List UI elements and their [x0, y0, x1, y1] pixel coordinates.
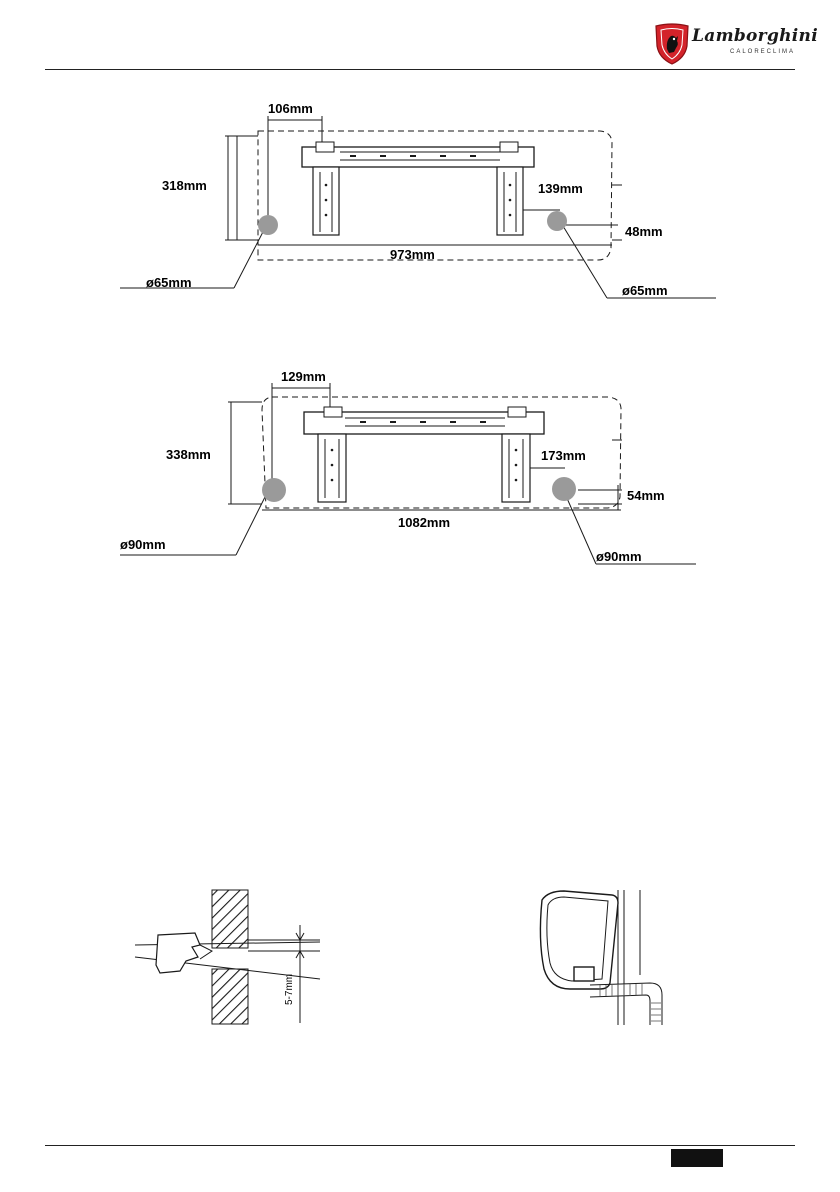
drain-hole-right: [547, 211, 567, 231]
hole-left-label: ø90mm: [120, 537, 166, 552]
mounting-bracket: [302, 147, 534, 167]
drain-hole-right: [552, 477, 576, 501]
dim-top-label: 106mm: [268, 101, 313, 116]
slope-label: 5-7mm: [284, 974, 295, 1005]
dim-right-offset-label: 48mm: [625, 224, 663, 239]
hole-left-label: ø65mm: [146, 275, 192, 290]
page-number-badge: [671, 1149, 723, 1167]
dim-right-offset-label: 54mm: [627, 488, 665, 503]
indoor-unit-pipe-diagram: [520, 885, 680, 1030]
drain-hole-left: [262, 478, 286, 502]
wall-drilling-diagram: 5-7mm: [120, 885, 340, 1030]
wall-section-lower: [212, 969, 248, 1024]
drill-bit-icon: [156, 933, 200, 973]
dim-width-label: 973mm: [390, 247, 435, 262]
dim-height-label: 338mm: [166, 447, 211, 462]
drain-hole-left: [258, 215, 278, 235]
footer-rule: [45, 1145, 795, 1146]
bracket-diagram-1082: 129mm 338mm 173mm 54mm 1082mm ø90mm ø90m…: [0, 340, 840, 580]
wall-section-upper: [212, 890, 248, 948]
hole-right-label: ø90mm: [596, 549, 642, 564]
dim-right-inner-label: 173mm: [541, 448, 586, 463]
dim-width-label: 1082mm: [398, 515, 450, 530]
hole-right-label: ø65mm: [622, 283, 668, 298]
dim-right-inner-label: 139mm: [538, 181, 583, 196]
dim-top-label: 129mm: [281, 369, 326, 384]
bracket-diagram-973: 106mm 318mm 139mm 48mm 973mm ø65mm ø65mm: [0, 0, 840, 320]
dim-height-label: 318mm: [162, 178, 207, 193]
